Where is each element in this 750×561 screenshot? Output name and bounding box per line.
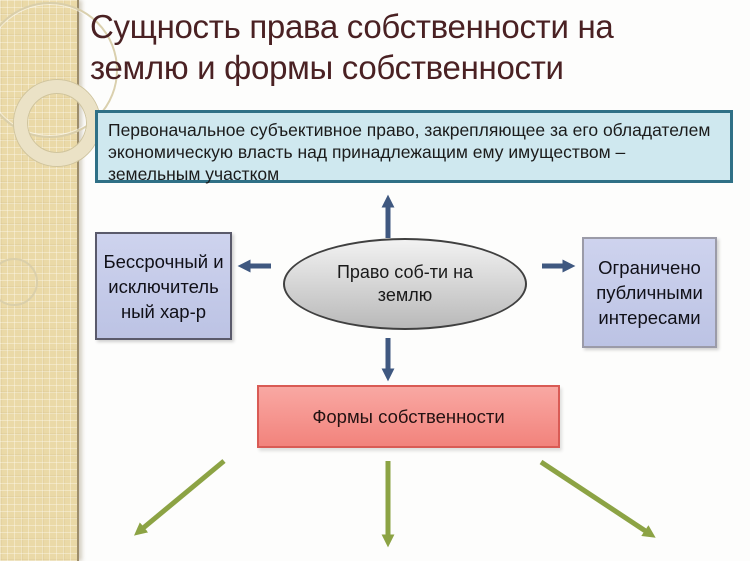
forms-box-label: Формы собственности [312,405,505,427]
slide-title: Сущность права собственности на землю и … [90,6,745,88]
ellipse-line1: Право соб-ти на [336,262,474,282]
slide-title-line2: землю и формы собственности [90,49,564,86]
right-box-line3: интересами [598,307,701,328]
left-box-line1: Бессрочный и [103,250,224,272]
perpetual-exclusive-box: Бессрочный и исключитель ный хар-р [95,232,232,340]
slide-title-line1: Сущность права собственности на [90,8,614,45]
public-interest-limit-box: Ограничено публичными интересами [582,237,717,348]
left-box-line3: ный хар-р [120,300,207,322]
left-box-line2: исключитель [108,275,219,297]
land-ownership-right-ellipse: Право соб-ти на землю [283,238,527,330]
small-circle-ornament-icon [0,258,38,306]
definition-box: Первоначальное субъективное право, закре… [95,110,733,184]
right-box-line1: Ограничено [598,257,701,278]
right-box-line2: публичными [596,282,703,303]
ring-ornament-icon [14,80,100,166]
definition-text: Первоначальное субъективное право, закре… [108,120,711,184]
ellipse-line2: землю [377,285,433,305]
forms-of-ownership-box: Формы собственности [257,385,560,448]
green-arrow-right-icon [539,459,656,538]
green-arrow-left-icon [133,459,226,536]
